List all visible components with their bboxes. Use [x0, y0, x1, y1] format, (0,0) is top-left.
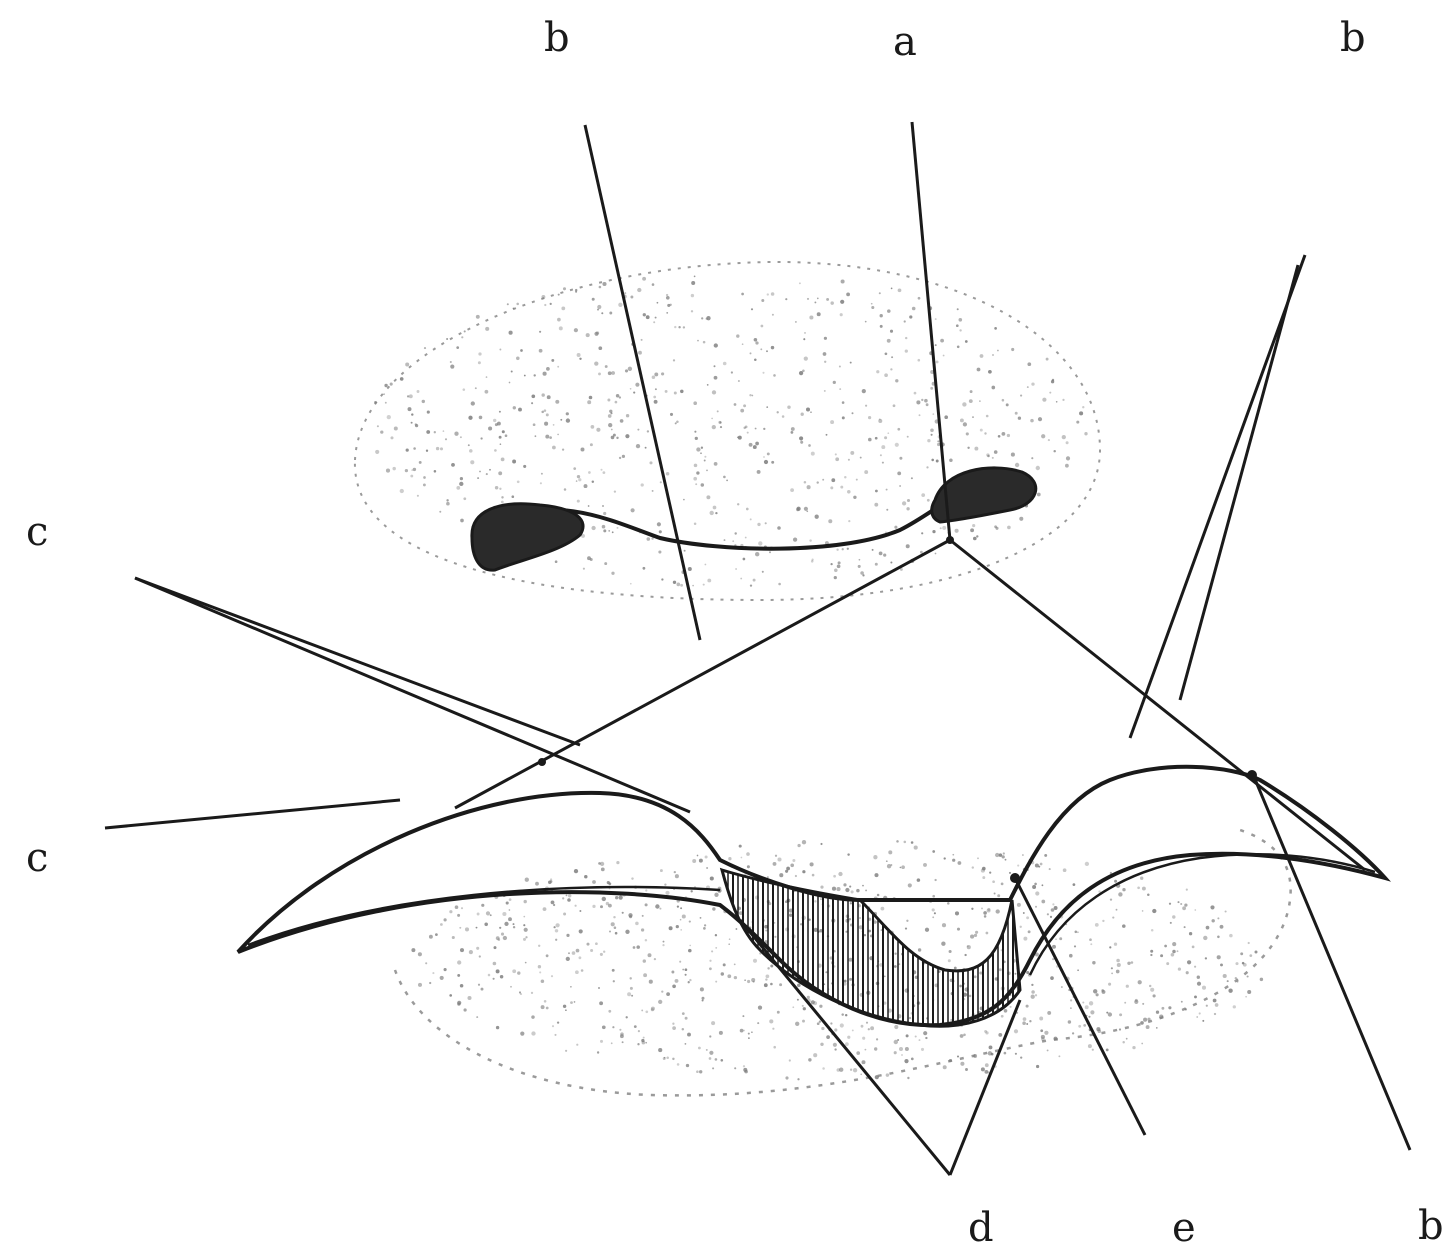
leader-c-lower	[105, 800, 400, 828]
label-b-top-left: b	[544, 18, 570, 58]
left-dark-blob	[472, 504, 583, 570]
leader-e-bottom	[1015, 878, 1145, 1135]
leader-d-right	[950, 1000, 1020, 1175]
leader-a-right-branch	[950, 540, 1365, 870]
junction-dot-b-right	[1247, 770, 1257, 780]
label-d-bottom: d	[968, 1208, 994, 1248]
leader-b-top-right-2	[1180, 265, 1298, 700]
junction-dot-a	[946, 536, 954, 544]
junction-dot-e	[1010, 873, 1020, 883]
leader-a-top	[912, 122, 950, 540]
label-b-top-right: b	[1340, 18, 1366, 58]
label-a-top: a	[893, 22, 917, 62]
leader-b-top-left	[585, 125, 700, 640]
label-e-bottom: e	[1172, 1208, 1196, 1248]
label-c-lower-left: c	[26, 838, 48, 878]
label-b-bottom-right: b	[1418, 1206, 1444, 1246]
hatched-trough	[722, 870, 1020, 1026]
leader-a-left-branch	[455, 540, 950, 808]
leader-b-top-right-1	[1130, 255, 1305, 738]
junction-dot-c	[538, 758, 546, 766]
label-c-upper-left: c	[26, 512, 48, 552]
inner-line-right	[1030, 854, 1375, 975]
leader-c-upper-2	[135, 578, 580, 745]
leader-c-upper-1	[135, 578, 690, 812]
